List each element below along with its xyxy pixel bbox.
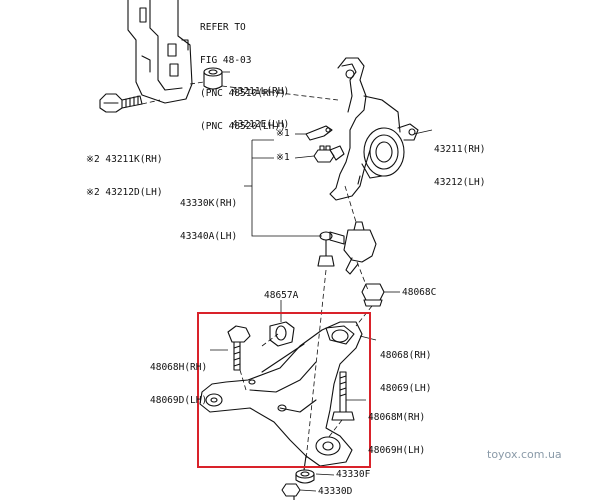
label-nut-bottom: 43330D xyxy=(318,486,353,497)
label-bolt-front: 48068H(RH) 48069D(LH) xyxy=(150,340,207,417)
steering-knuckle xyxy=(329,57,419,201)
label-bolt-top-rh: ※2 43211K(RH) xyxy=(86,154,163,165)
label-bolt-front-lh: 48069D(LH) xyxy=(150,395,208,406)
label-washer: 43330F xyxy=(336,469,371,480)
bolt-top xyxy=(99,93,143,113)
label-lower-arm: 48068(RH) 48069(LH) xyxy=(380,328,431,405)
cotter-pin xyxy=(305,125,333,141)
refer-note: REFER TO FIG 48-03 (PNC 48510(RH)) (PNC … xyxy=(200,0,286,143)
mounting-bracket xyxy=(127,0,193,104)
bolt-front xyxy=(227,325,251,371)
label-bolt-top: ※2 43211K(RH) ※2 43212D(LH) xyxy=(86,132,163,209)
refer-note-line3: (PNC 48510(RH)) xyxy=(200,88,286,99)
bolt-rear xyxy=(331,371,355,421)
nut-48068C xyxy=(361,283,385,307)
label-lower-arm-lh: 48069(LH) xyxy=(380,383,432,394)
label-nut: 48068C xyxy=(402,287,437,298)
refer-note-line2: FIG 48-03 xyxy=(200,55,252,66)
castle-nut xyxy=(313,145,335,163)
watermark: toyox.com.ua xyxy=(487,448,562,461)
refer-note-line1: REFER TO xyxy=(200,22,246,33)
lower-control-arm xyxy=(199,321,363,471)
label-ball-joint: 43330K(RH) 43340A(LH) xyxy=(180,176,237,253)
ball-joint xyxy=(317,221,377,275)
label-bolt-rear-rh: 48068M(RH) xyxy=(368,412,426,423)
refer-note-line4: (PNC 48520(LH)) xyxy=(200,121,286,132)
label-knuckle: 43211(RH) 43212(LH) xyxy=(434,122,485,199)
nut-43330D xyxy=(281,483,301,500)
label-stopper: 48657A xyxy=(264,290,299,301)
dashed-lines xyxy=(141,81,373,461)
label-bolt-rear: 48068M(RH) 48069H(LH) xyxy=(368,390,425,467)
label-lower-arm-rh: 48068(RH) xyxy=(380,350,432,361)
leader-lines xyxy=(210,71,433,492)
highlight-box xyxy=(197,312,371,468)
label-bushing: 43211L(RH) 43212E(LH) xyxy=(232,64,289,141)
stopper-48657A xyxy=(269,321,295,347)
label-bushing-rh: 43211L(RH) xyxy=(232,86,290,97)
washer-43330F xyxy=(295,469,315,484)
label-knuckle-rh: 43211(RH) xyxy=(434,144,486,155)
label-bolt-top-lh: ※2 43212D(LH) xyxy=(86,187,163,198)
label-bushing-lh: 43212E(LH) xyxy=(232,119,290,130)
label-bolt-rear-lh: 48069H(LH) xyxy=(368,445,426,456)
label-ball-joint-lh: 43340A(LH) xyxy=(180,231,238,242)
label-ball-joint-rh: 43330K(RH) xyxy=(180,198,238,209)
label-bolt-front-rh: 48068H(RH) xyxy=(150,362,208,373)
label-clip-note-2: ※1 xyxy=(276,152,290,163)
label-clip-note-1: ※1 xyxy=(276,128,290,139)
label-knuckle-lh: 43212(LH) xyxy=(434,177,486,188)
